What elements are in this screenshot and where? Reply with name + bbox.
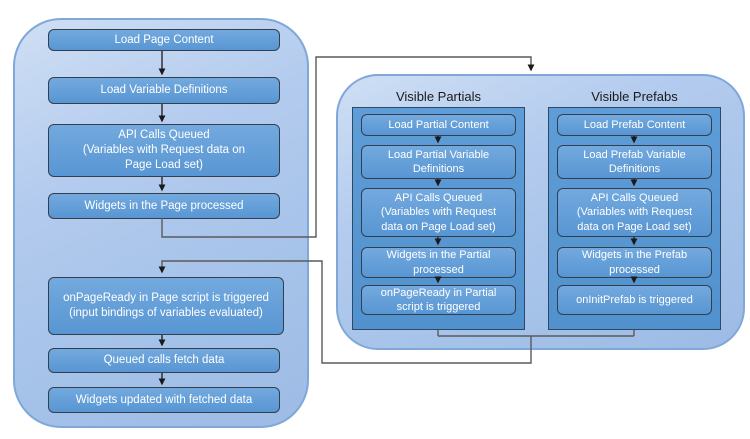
flow-box-load-partial-content: Load Partial Content bbox=[361, 114, 516, 136]
flow-box-api-calls-queued-page: API Calls Queued (Variables with Request… bbox=[48, 124, 280, 177]
flow-box-widgets-updated-fetched-data: Widgets updated with fetched data bbox=[48, 387, 280, 413]
flow-box-load-partial-variable-definitions: Load Partial Variable Definitions bbox=[361, 145, 516, 179]
visible-prefabs-header: Visible Prefabs bbox=[591, 89, 678, 104]
flow-box-api-calls-queued-prefab: API Calls Queued (Variables with Request… bbox=[557, 188, 712, 237]
flow-box-queued-calls-fetch-data: Queued calls fetch data bbox=[48, 348, 280, 373]
flow-box-widgets-partial-processed: Widgets in the Partial processed bbox=[361, 247, 516, 278]
flow-box-oninitprefab-triggered: onInitPrefab is triggered bbox=[557, 285, 712, 315]
flow-box-widgets-prefab-processed: Widgets in the Prefab processed bbox=[557, 247, 712, 278]
flow-box-load-variable-definitions: Load Variable Definitions bbox=[48, 77, 280, 104]
flow-box-onpageready-partial: onPageReady in Partial script is trigger… bbox=[361, 285, 516, 315]
flow-box-load-prefab-content: Load Prefab Content bbox=[557, 114, 712, 136]
flow-box-load-page-content: Load Page Content bbox=[48, 29, 280, 51]
flow-box-api-calls-queued-partial: API Calls Queued (Variables with Request… bbox=[361, 188, 516, 237]
flow-box-load-prefab-variable-definitions: Load Prefab Variable Definitions bbox=[557, 145, 712, 179]
flow-box-onpageready-page: onPageReady in Page script is triggered … bbox=[48, 277, 284, 335]
visible-partials-header: Visible Partials bbox=[395, 89, 482, 104]
flow-box-widgets-page-processed: Widgets in the Page processed bbox=[48, 193, 280, 219]
